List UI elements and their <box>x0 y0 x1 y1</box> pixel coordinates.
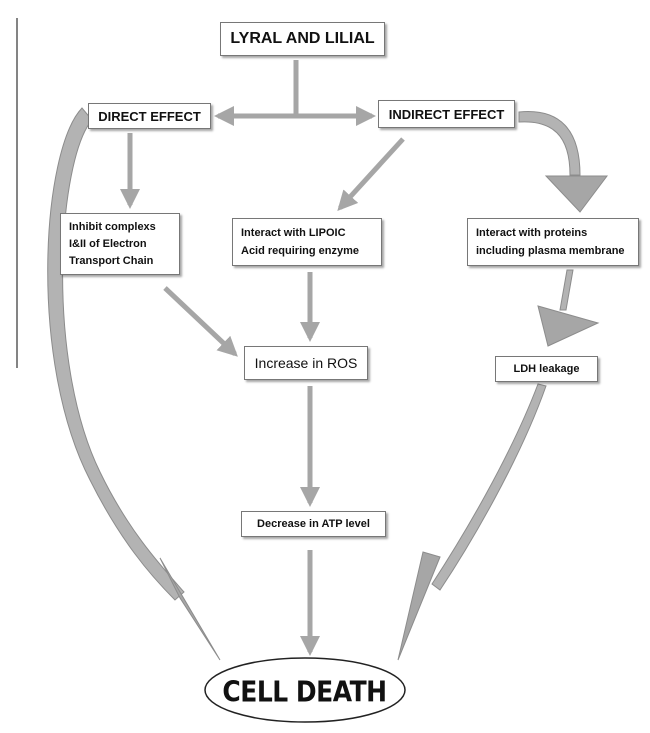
cell-death-ellipse <box>204 657 406 723</box>
curve-ldh-head <box>397 551 441 661</box>
node-lipoic-acid-label: Interact with LIPOIC Acid requiring enzy… <box>241 227 359 257</box>
node-cell-death-label: CELL DEATH <box>222 674 387 708</box>
node-ldh-leakage: LDH leakage <box>495 356 598 382</box>
node-decrease-atp-label: Decrease in ATP level <box>257 518 370 530</box>
node-indirect-effect-label: INDIRECT EFFECT <box>388 106 505 122</box>
node-cell-death: CELL DEATH <box>206 657 403 726</box>
node-lyral-lilial-label: LYRAL AND LILIAL <box>230 30 375 47</box>
arrow-ldh-head <box>537 305 600 347</box>
curve-proteins-head <box>544 175 608 213</box>
node-direct-effect-label: DIRECT EFFECT <box>98 108 201 124</box>
node-increase-ros: Increase in ROS <box>244 346 368 380</box>
node-lyral-lilial: LYRAL AND LILIAL <box>220 22 385 56</box>
node-decrease-atp: Decrease in ATP level <box>241 511 386 537</box>
node-inhibit-complexes-label: Inhibit complexs I&II of Electron Transp… <box>69 220 156 267</box>
curve-ldh-to-death <box>431 383 547 591</box>
node-proteins: Interact with proteins including plasma … <box>467 218 639 266</box>
node-ldh-leakage-label: LDH leakage <box>513 363 580 375</box>
node-lipoic-acid: Interact with LIPOIC Acid requiring enzy… <box>232 218 382 266</box>
curve-direct-to-death <box>47 107 185 601</box>
node-indirect-effect: INDIRECT EFFECT <box>378 100 515 128</box>
curve-direct-head <box>159 557 221 661</box>
curve-indirect-to-proteins <box>518 111 581 176</box>
node-direct-effect: DIRECT EFFECT <box>88 103 211 129</box>
arrow-inhibit-to-ros <box>163 286 238 357</box>
arrow-indirect-to-lipoic <box>337 137 405 211</box>
node-proteins-label: Interact with proteins including plasma … <box>476 227 625 257</box>
node-increase-ros-label: Increase in ROS <box>254 355 358 371</box>
arrow-proteins-to-ldh <box>559 269 574 311</box>
node-inhibit-complexes: Inhibit complexs I&II of Electron Transp… <box>60 213 180 275</box>
